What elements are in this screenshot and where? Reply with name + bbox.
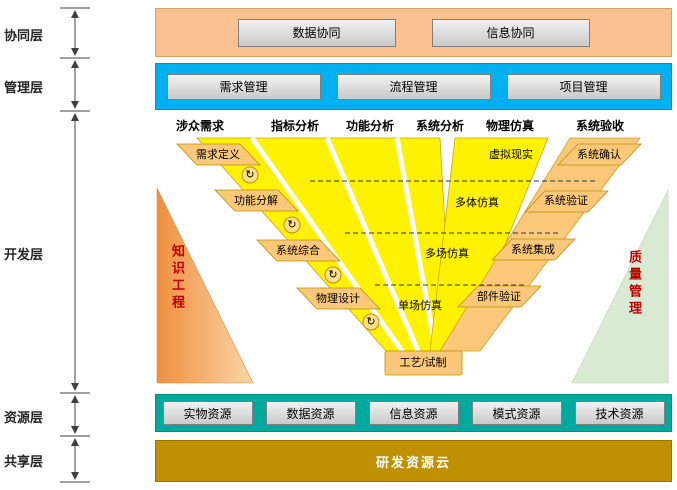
layer-label-sharing: 共享层 [4,454,44,469]
v-model-graphic: 涉众需求 指标分析 功能分析 系统分析 物理仿真 系统验收 [156,118,669,384]
iteration-loop-glyph: ↻ [366,316,375,328]
header-system-analysis: 系统分析 [416,118,464,133]
system-confirmation-box [557,143,642,166]
virtual-reality-label: 虚拟现实 [489,147,533,161]
header-physical-simulation: 物理仿真 [486,118,534,133]
header-function-analysis: 功能分析 [346,118,394,133]
system-integration-box [491,238,576,261]
collaboration-band: 数据协同 信息协同 [155,8,672,57]
multifield-simulation-label: 多场仿真 [425,246,469,260]
data-collaboration-box: 数据协同 [237,18,396,47]
layer-span-arrows [60,7,90,483]
process-management-box: 流程管理 [336,73,491,100]
iteration-loop-icon [241,166,259,184]
technology-resource-box: 技术资源 [574,401,665,425]
requirements-management-box: 需求管理 [166,73,321,100]
process-trial-label: 工艺/试制 [399,356,446,369]
system-integration-label: 系统集成 [511,242,555,256]
layer-label-resource: 资源层 [4,410,44,425]
system-synthesis-label: 系统综合 [276,243,320,257]
iteration-loop-glyph: ↻ [328,269,337,281]
physical-design-label: 物理设计 [316,291,360,305]
system-verification-box [524,190,609,213]
left-arm-separator [394,137,439,352]
layer-label-collaboration: 协同层 [4,28,44,43]
system-verification-label: 系统验证 [544,193,588,207]
iteration-loop-glyph: ↻ [287,219,296,231]
header-indicator-analysis: 指标分析 [271,118,319,133]
layer-label-development: 开发层 [4,247,44,262]
component-verification-box [457,285,542,308]
sharing-band: 研发资源云 [155,440,672,482]
data-resource-box: 数据资源 [265,401,356,425]
quality-management-triangle [571,189,669,384]
iteration-loop-icon [283,216,301,234]
rd-resource-cloud-label: 研发资源云 [375,454,451,470]
resource-band: 实物资源 数据资源 信息资源 模式资源 技术资源 [155,394,672,432]
model-resource-box: 模式资源 [471,401,562,425]
function-decomposition-box [214,189,299,212]
singlefield-simulation-label: 单场仿真 [398,298,442,312]
knowledge-engineering-label: 知识工程 [170,244,185,312]
system-synthesis-box [256,239,341,262]
left-arm-separator [324,137,421,352]
header-stakeholder-needs: 涉众需求 [176,118,225,133]
knowledge-engineering-triangle [156,187,254,384]
left-arm-separator [249,136,405,353]
header-system-acceptance: 系统验收 [576,118,624,133]
iteration-loop-glyph: ↻ [245,169,254,181]
system-confirmation-label: 系统确认 [577,148,621,161]
iteration-loop-icon [362,313,380,331]
requirement-definition-box [176,143,261,166]
multibody-simulation-label: 多体仿真 [455,195,499,209]
physical-resource-box: 实物资源 [162,401,253,425]
management-band: 需求管理 流程管理 项目管理 [155,63,672,110]
requirement-definition-label: 需求定义 [196,147,240,161]
component-verification-label: 部件验证 [477,289,521,303]
iteration-loop-icon [324,266,342,284]
project-management-box: 项目管理 [506,73,661,100]
information-resource-box: 信息资源 [368,401,459,425]
quality-management-label: 质量管理 [627,250,642,318]
physical-design-box [296,287,381,310]
information-collaboration-box: 信息协同 [431,18,590,47]
process-trial-box [384,350,463,376]
function-decomposition-label: 功能分解 [234,193,278,207]
layer-label-management: 管理层 [4,80,44,95]
